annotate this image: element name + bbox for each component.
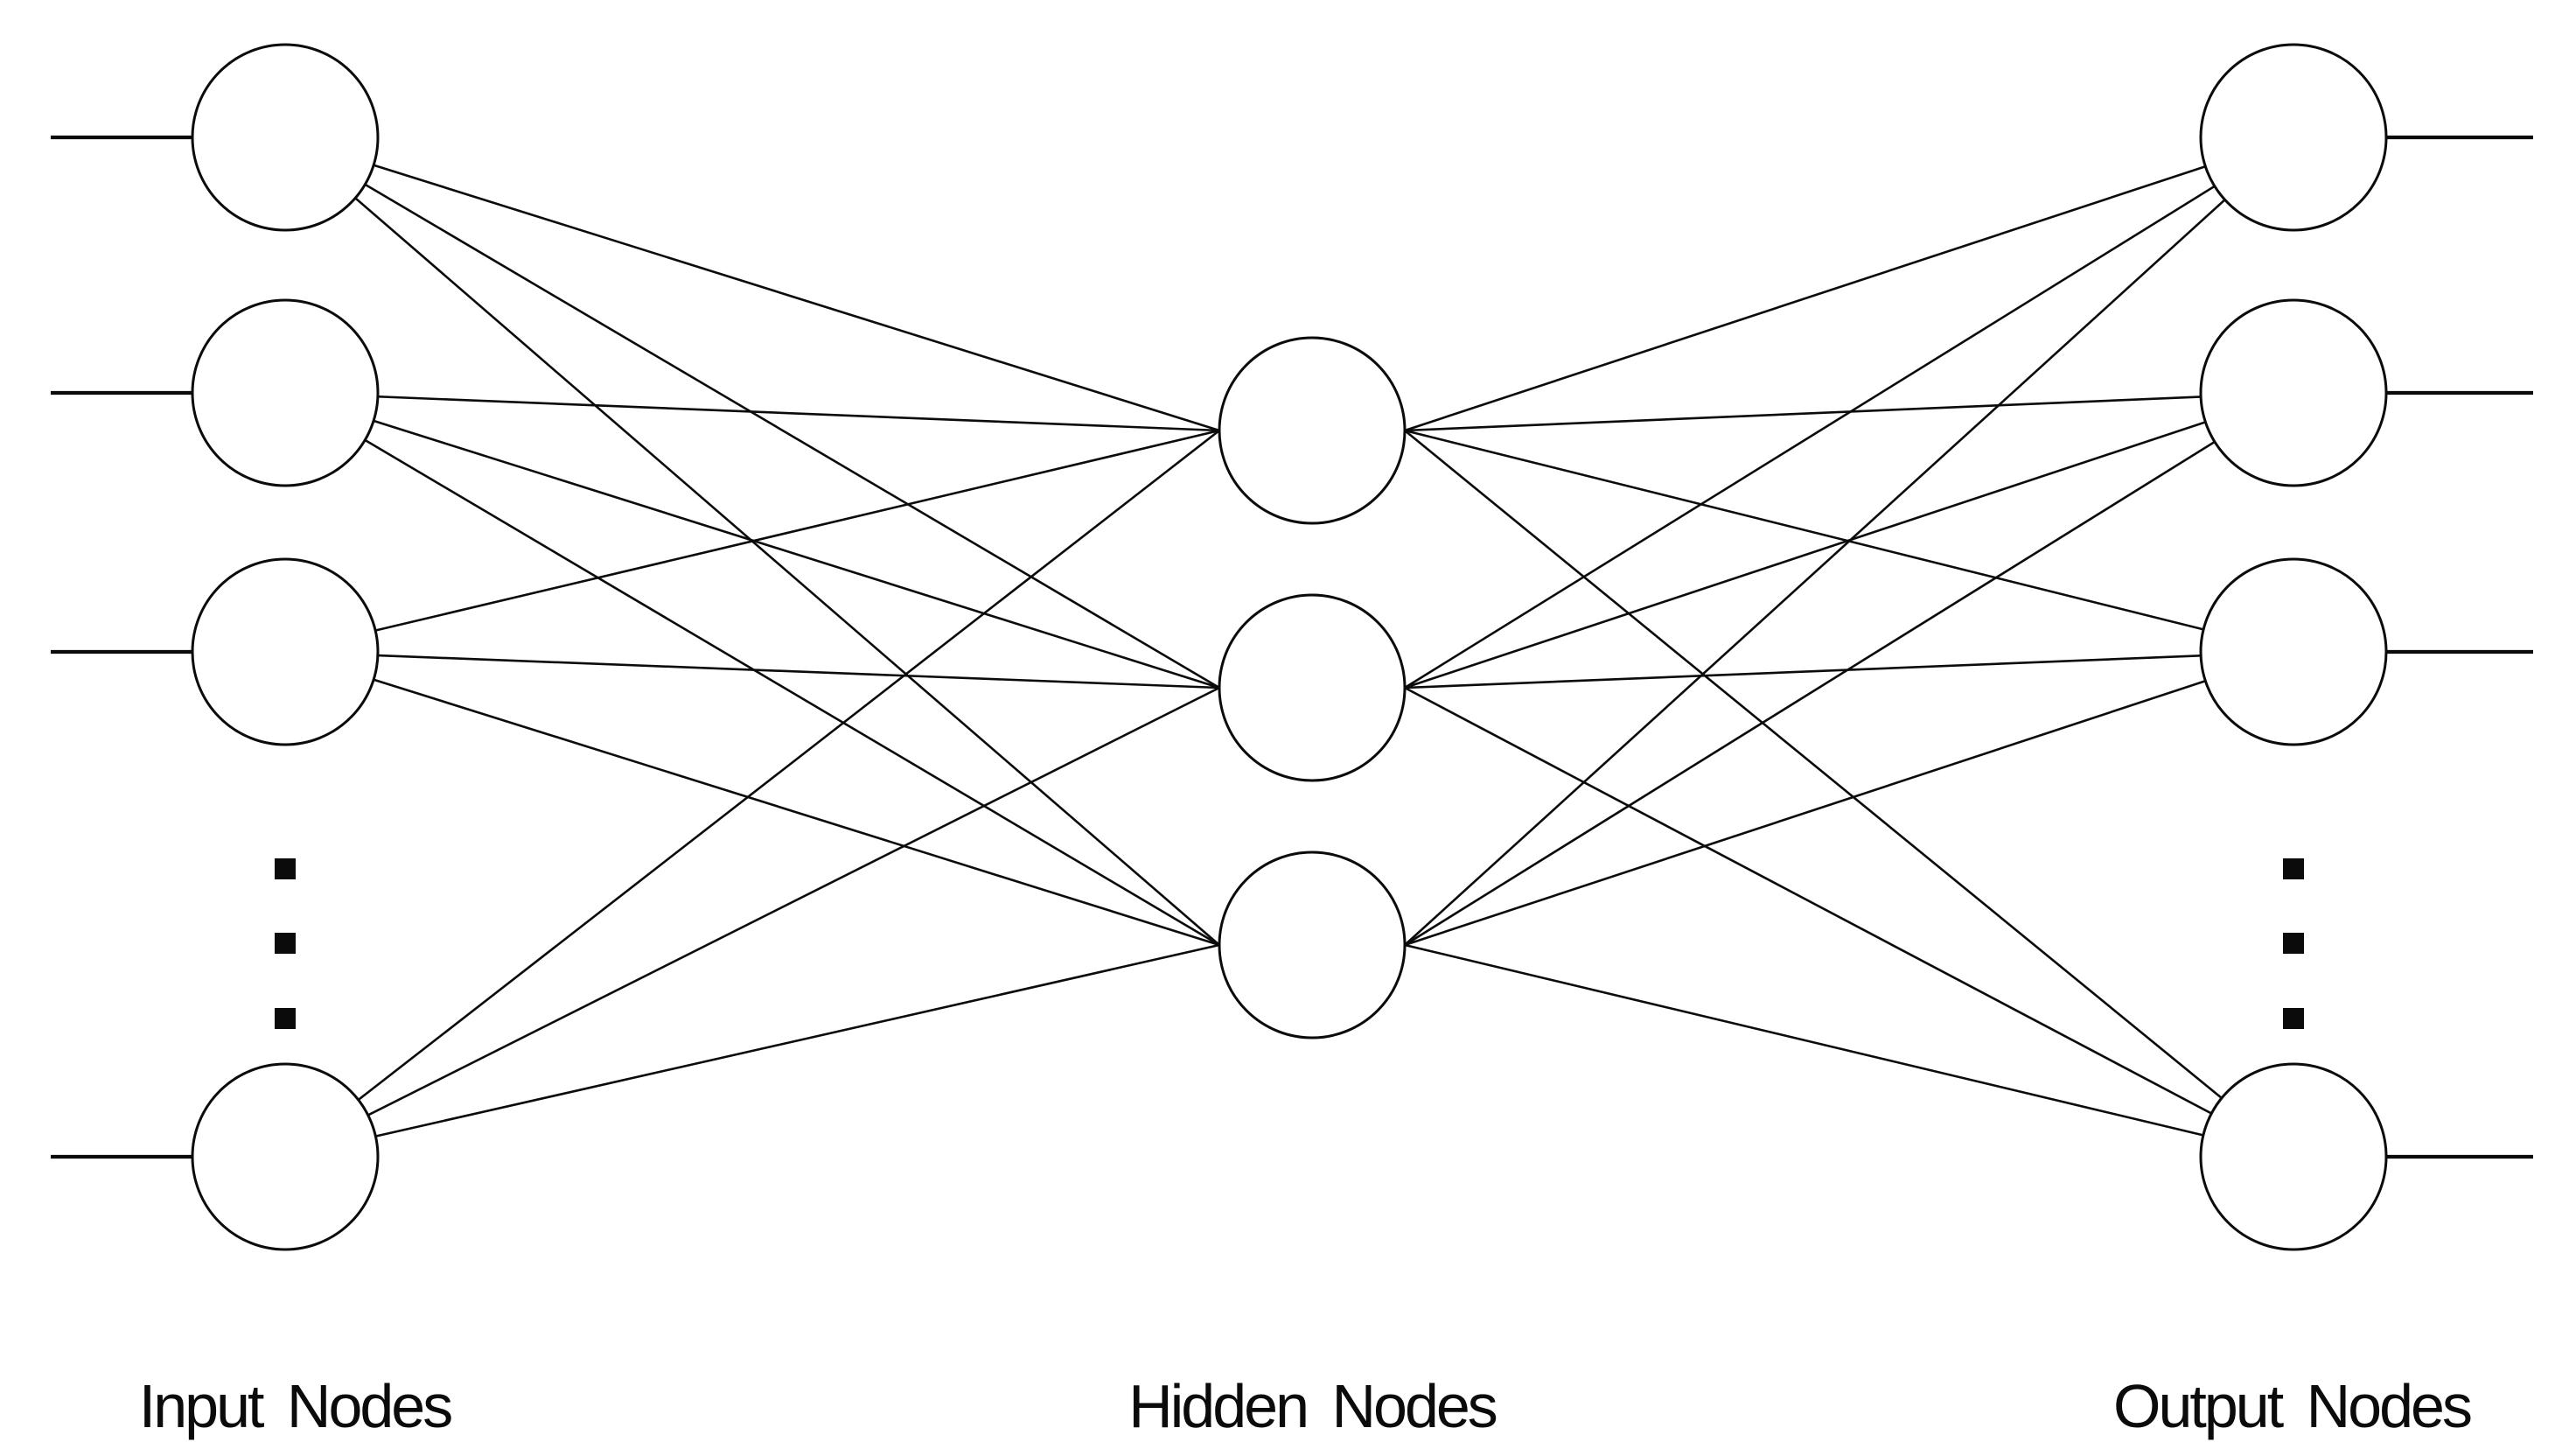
input-ellipsis-dot [275,933,296,954]
connection-line [284,686,1220,1158]
input-node [191,298,380,487]
input-node [191,1062,380,1251]
connection-line [1404,391,2294,947]
hidden-node [1218,336,1407,525]
input-ellipsis-dot [275,1008,296,1029]
output-node [2199,298,2388,487]
output-ellipsis-dot [2283,858,2304,879]
hidden-node [1218,850,1407,1040]
input-node [191,43,380,232]
connection-line [1404,136,2294,690]
connection-line [1404,136,2294,432]
connection-line [1404,136,2294,946]
input-ellipsis-dot [275,858,296,879]
output-node [2199,557,2388,746]
output-ellipsis-dot [2283,1008,2304,1029]
output-node [2199,1062,2388,1251]
hidden-node [1218,593,1407,782]
connection-line [284,136,1220,432]
input-node [191,557,380,746]
connection-line [1404,650,2294,947]
connection-line [284,391,1220,432]
connection-line [284,429,1220,654]
connection-line [284,429,1220,1158]
connection-line [284,943,1220,1158]
output-ellipsis-dot [2283,933,2304,954]
input-layer-label: Input Nodes [138,1372,453,1440]
connection-line [1404,686,2294,1158]
hidden-layer-label: Hidden Nodes [1128,1372,1498,1440]
connection-line [1404,429,2294,1158]
output-layer-label: Output Nodes [2113,1372,2473,1440]
output-node [2199,43,2388,232]
connection-line [284,650,1220,690]
connection-line [284,650,1220,947]
connection-line [1404,943,2294,1158]
